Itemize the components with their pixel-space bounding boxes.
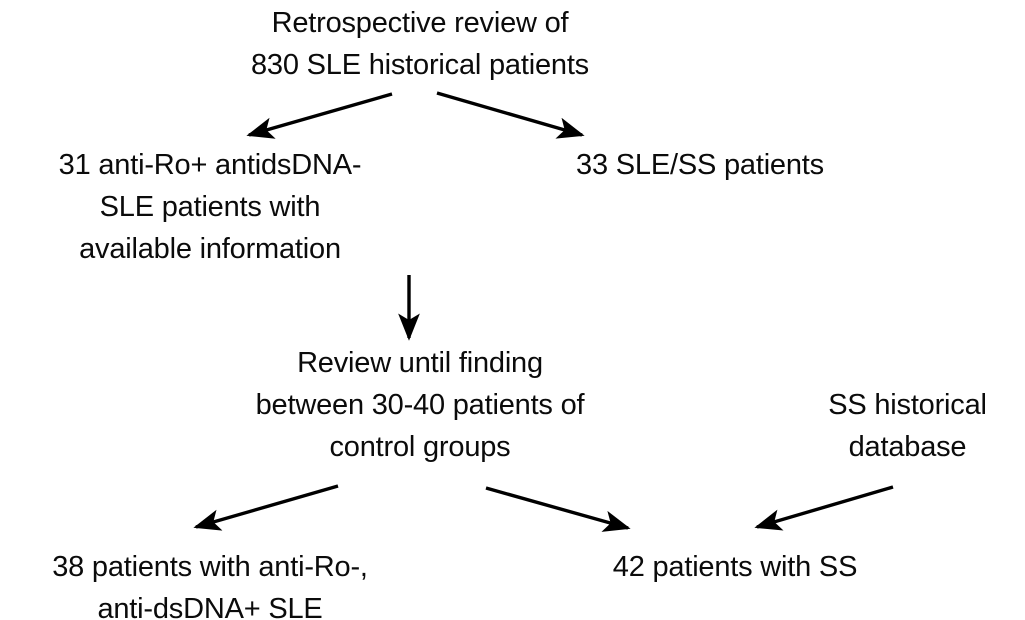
- node-root-label: Retrospective review of 830 SLE historic…: [251, 7, 589, 81]
- edge-review-to-patients-42: [485, 486, 631, 532]
- node-anti-ro-label: 31 anti-Ro+ antidsDNA- SLE patients with…: [58, 149, 362, 265]
- node-patients-38-label: 38 patients with anti-Ro-, anti-dsDNA+ S…: [52, 551, 368, 620]
- node-ss-historical-database-label: SS historical database: [828, 389, 987, 463]
- node-patients-42-label: 42 patients with SS: [612, 551, 858, 583]
- edge-review-to-patients-38: [193, 484, 339, 531]
- node-sle-ss-label: 33 SLE/SS patients: [576, 149, 824, 181]
- node-review-label: Review until finding between 30-40 patie…: [255, 347, 585, 463]
- edge-ss-db-to-patients-42: [754, 485, 894, 531]
- edge-root-to-sle-ss: [436, 91, 585, 139]
- edge-root-to-anti-ro: [246, 92, 393, 139]
